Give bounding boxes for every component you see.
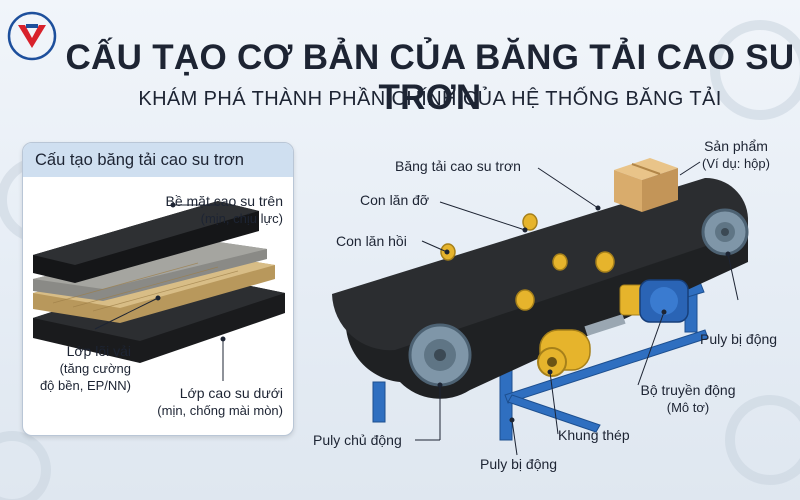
drive-unit bbox=[537, 279, 689, 377]
carrying-roller-label: Con lăn đỡ bbox=[360, 192, 430, 208]
return-roller-label: Con lăn hồi bbox=[336, 233, 407, 249]
belt-label: Băng tải cao su trơn bbox=[395, 158, 521, 174]
tail-pulley-right-label: Puly bị động bbox=[700, 331, 778, 347]
belt-layers-panel: Cấu tạo băng tải cao su trơn bbox=[22, 142, 294, 436]
tail-pulley-bottom-label: Puly bị động bbox=[480, 456, 558, 472]
belt-cross-section bbox=[33, 201, 285, 381]
product-label: Sản phẩm (Ví dụ: hộp) bbox=[702, 138, 770, 171]
page-subtitle: KHÁM PHÁ THÀNH PHẦN CHÍNH CỦA HỆ THỐNG B… bbox=[138, 88, 722, 110]
company-logo-icon bbox=[7, 11, 57, 61]
panel-title: Cấu tạo băng tải cao su trơn bbox=[23, 143, 293, 177]
idler-rollers bbox=[440, 213, 615, 311]
page-title: CẤU TẠO CƠ BẢN CỦA BĂNG TẢI CAO SU TRƠN bbox=[65, 38, 795, 117]
bottom-rubber-label: Lớp cao su dưới (mịn, chống mài mòn) bbox=[157, 385, 283, 418]
drive-pulley bbox=[408, 323, 472, 387]
top-rubber-layer bbox=[33, 201, 259, 283]
drive-unit-label: Bộ truyền động (Mô tơ) bbox=[640, 382, 736, 415]
product-box bbox=[614, 158, 678, 212]
tail-pulley-right bbox=[701, 208, 749, 256]
fabric-core-label: Lớp lõi vải (tăng cường độ bền, EP/NN) bbox=[39, 343, 131, 393]
top-rubber-label: Bề mặt cao su trên (mịn, chịu lực) bbox=[165, 193, 283, 226]
drive-pulley-label: Puly chủ động bbox=[313, 432, 402, 448]
steel-frame-label: Khung thép bbox=[558, 427, 630, 443]
